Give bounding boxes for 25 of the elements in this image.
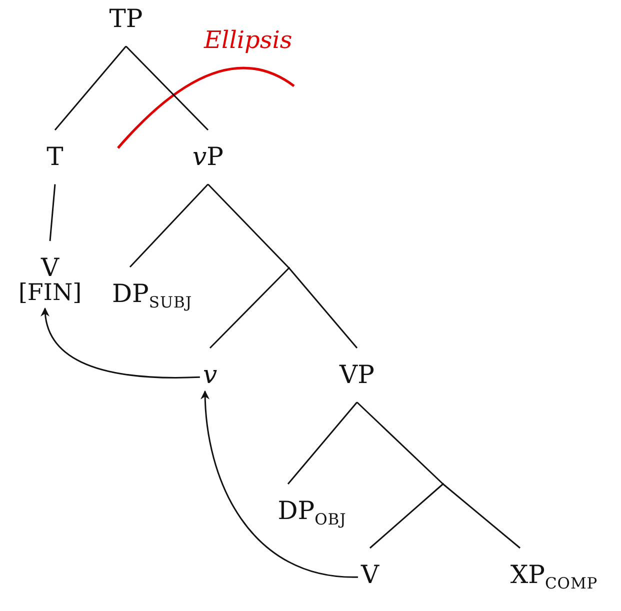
tree-branch	[356, 402, 444, 485]
category-label: VP	[340, 362, 374, 388]
category-label: vP	[192, 144, 224, 170]
tree-branch	[129, 184, 209, 268]
movement-arrow	[41, 308, 200, 378]
category-label: v	[202, 362, 218, 388]
tree-branch	[442, 483, 520, 549]
ellipsis-label: Ellipsis	[204, 26, 292, 54]
tree-branch	[209, 267, 290, 349]
tree-branch	[207, 184, 290, 269]
category-label: TP	[109, 6, 143, 32]
category-label: XP$_{COMP}$	[510, 562, 598, 592]
category-label: V	[40, 255, 60, 282]
movement-arrow	[200, 390, 358, 578]
tree-branch	[125, 46, 209, 131]
tree-branch	[288, 268, 358, 348]
feature-label: [FIN]	[18, 281, 82, 306]
tree-branch	[287, 402, 358, 484]
tree-branch	[49, 184, 56, 242]
category-label: DP$_{OBJ}$	[278, 498, 346, 528]
category-label: DP$_{SUBJ}$	[112, 281, 192, 311]
tree-branch	[54, 46, 127, 130]
tree-branch	[370, 483, 444, 549]
category-label: T	[46, 144, 64, 170]
category-label: V	[360, 562, 380, 588]
